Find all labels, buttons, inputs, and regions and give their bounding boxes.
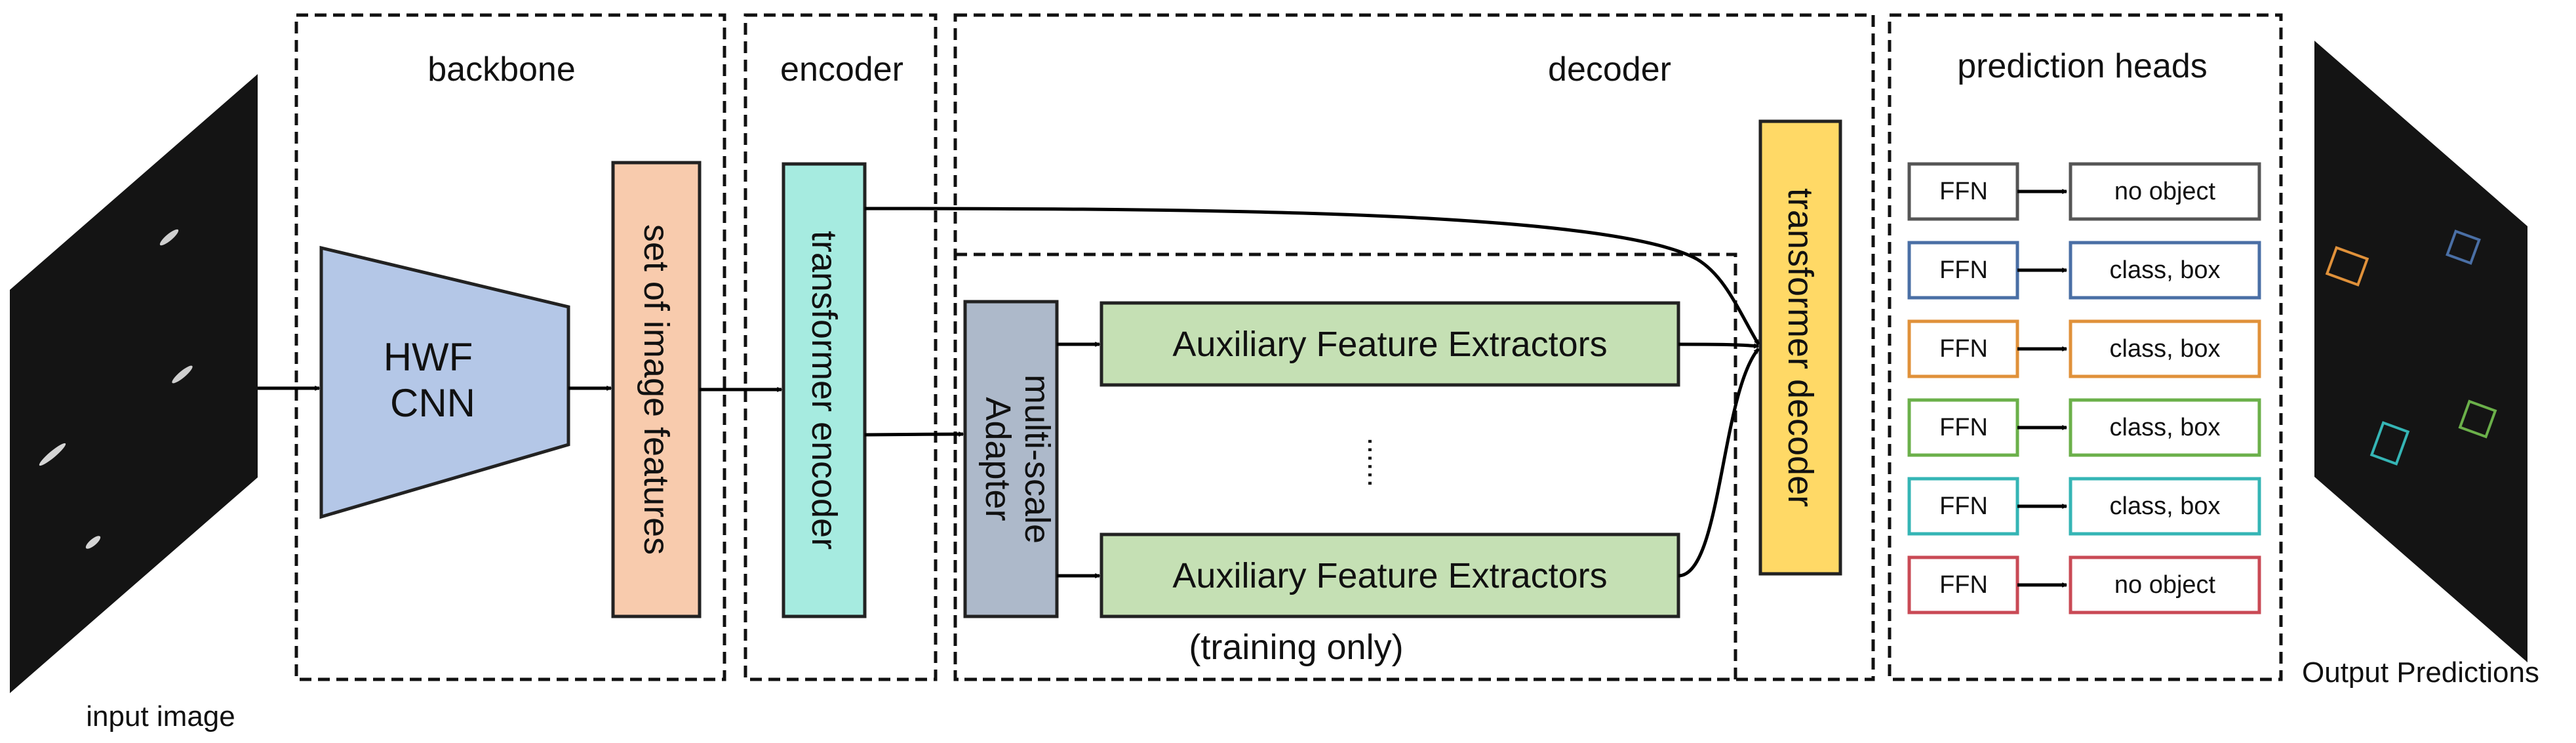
- transformer-decoder-block: [1758, 119, 1842, 576]
- prediction-head-row: FFN class, box: [1907, 319, 2261, 378]
- transformer-encoder-block: [782, 162, 867, 618]
- encoder-title: encoder: [780, 50, 903, 89]
- input-image-caption: input image: [86, 700, 235, 733]
- aux-feature-extractor-top: [1100, 301, 1680, 387]
- image-features-block: [611, 161, 702, 618]
- aux-extractors-ellipsis: ......: [1362, 437, 1396, 488]
- prediction-heads-title: prediction heads: [1957, 47, 2208, 85]
- head-output-label: class, box: [2110, 414, 2221, 441]
- aux-feature-extractor-bottom: [1100, 532, 1680, 618]
- decoder-title: decoder: [1548, 50, 1671, 89]
- prediction-head-row: FFN no object: [1907, 162, 2261, 221]
- output-predictions-caption: Output Predictions: [2302, 656, 2539, 689]
- head-output-box: [2069, 398, 2261, 457]
- ffn-label: FFN: [1939, 492, 1988, 520]
- head-output-label: class, box: [2110, 492, 2221, 520]
- prediction-head-row: FFN class, box: [1907, 241, 2261, 300]
- hwf-cnn-block: [319, 245, 570, 519]
- ffn-label: FFN: [1939, 335, 1988, 363]
- head-output-box: [2069, 241, 2261, 300]
- multi-scale-adapter-label-line1: multi-scale: [1018, 374, 1057, 544]
- prediction-box-teal: [2369, 421, 2410, 466]
- backbone-title: backbone: [427, 50, 576, 89]
- hwf-cnn-label-line1: HWF: [384, 335, 473, 379]
- head-output-label: class, box: [2110, 256, 2221, 284]
- ffn-label: FFN: [1939, 414, 1988, 441]
- training-only-panel: [953, 252, 1737, 681]
- head-output-box: [2069, 555, 2261, 614]
- input-image: [10, 74, 258, 693]
- prediction-head-row: FFN class, box: [1907, 477, 2261, 536]
- ffn-box: [1907, 319, 2019, 378]
- backbone-panel: [294, 13, 726, 681]
- transformer-encoder-label: transformer encoder: [804, 231, 844, 550]
- head-output-box: [2069, 162, 2261, 221]
- ffn-box: [1907, 555, 2019, 614]
- image-features-label: set of image features: [637, 224, 676, 555]
- prediction-box-green: [2458, 399, 2497, 439]
- head-output-label: class, box: [2110, 335, 2221, 363]
- output-predictions-image: [2314, 41, 2527, 662]
- aux-feature-extractor-top-label: Auxiliary Feature Extractors: [1172, 325, 1607, 364]
- head-output-box: [2069, 319, 2261, 378]
- connection-arrows: [258, 207, 1760, 576]
- multi-scale-adapter-label-group: multi-scale Adapter: [978, 374, 1057, 544]
- encoder-panel: [743, 13, 938, 681]
- training-only-label: (training only): [1189, 628, 1403, 667]
- prediction-box-orange: [2325, 246, 2369, 287]
- head-output-box: [2069, 477, 2261, 536]
- ffn-box: [1907, 477, 2019, 536]
- prediction-box-blue: [2446, 230, 2481, 265]
- transformer-decoder-label: transformer decoder: [1781, 188, 1820, 507]
- prediction-head-row: FFN no object: [1907, 555, 2261, 614]
- multi-scale-adapter-block: [963, 300, 1059, 618]
- head-output-label: no object: [2114, 571, 2216, 599]
- ffn-label: FFN: [1939, 571, 1988, 599]
- ffn-label: FFN: [1939, 256, 1988, 284]
- ffn-label: FFN: [1939, 178, 1988, 205]
- aux-feature-extractor-bottom-label: Auxiliary Feature Extractors: [1172, 556, 1607, 595]
- prediction-head-row: FFN class, box: [1907, 398, 2261, 457]
- prediction-heads-panel: [1888, 13, 2283, 681]
- ffn-box: [1907, 241, 2019, 300]
- hwf-cnn-label-line2: CNN: [390, 381, 475, 425]
- head-output-label: no object: [2114, 178, 2216, 205]
- multi-scale-adapter-label-line2: Adapter: [978, 397, 1018, 521]
- ffn-box: [1907, 162, 2019, 221]
- ffn-box: [1907, 398, 2019, 457]
